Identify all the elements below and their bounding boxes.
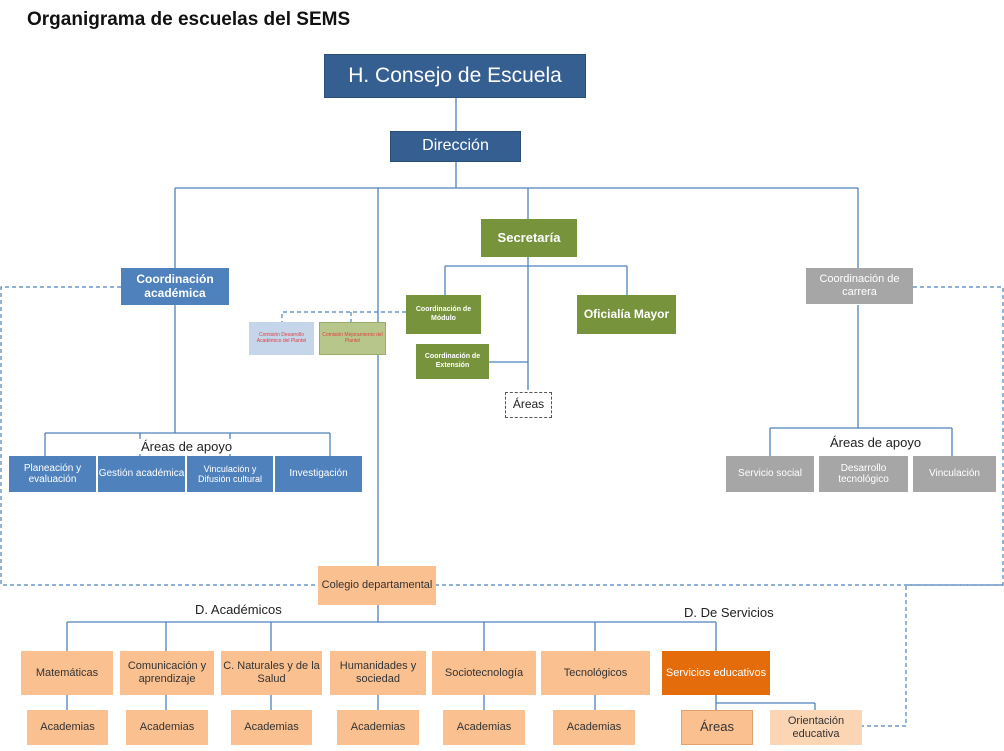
investigacion-box: Investigación: [275, 456, 362, 492]
desarrollo-tecnologico-box: Desarrollo tecnológico: [819, 456, 908, 492]
consejo-box: H. Consejo de Escuela: [324, 54, 586, 98]
orientacion-educativa-box: Orientación educativa: [770, 710, 862, 745]
departamento-comunicacion: Comunicación y aprendizaje: [120, 651, 214, 695]
comision-desarrollo-box: Comisión Desarrollo Académico del Plante…: [249, 322, 314, 355]
departamento-sociotecnologia: Sociotecnología: [432, 651, 536, 695]
academias-box: Academias: [443, 710, 525, 745]
direccion-box: Dirección: [390, 131, 521, 162]
academias-box: Academias: [27, 710, 108, 745]
d-servicios-label: D. De Servicios: [684, 605, 774, 620]
coordinacion-modulo-box: Coordinación de Módulo: [406, 295, 481, 334]
vinculacion-carrera-box: Vinculación: [913, 456, 996, 492]
areas-apoyo-carrera-label: Áreas de apoyo: [828, 435, 924, 450]
gestion-academica-box: Gestión académica: [98, 456, 185, 492]
planeacion-box: Planeación y evaluación: [9, 456, 96, 492]
comision-mejoramiento-box: Comisión Mejoramiento del Plantel: [319, 322, 386, 355]
areas-secretaria-box: Áreas: [505, 392, 552, 418]
coordinacion-extension-box: Coordinación de Extensión: [416, 344, 489, 379]
vinculacion-difusion-box: Vinculación y Difusión cultural: [187, 456, 273, 492]
oficialia-mayor-box: Oficialía Mayor: [577, 295, 676, 334]
servicios-educativos-box: Servicios educativos: [662, 651, 770, 695]
academias-box: Academias: [337, 710, 419, 745]
departamento-matematicas: Matemáticas: [21, 651, 113, 695]
servicio-social-box: Servicio social: [726, 456, 814, 492]
d-academicos-label: D. Académicos: [195, 602, 282, 617]
colegio-departamental-box: Colegio departamental: [318, 566, 436, 605]
secretaria-box: Secretaría: [481, 219, 577, 257]
departamento-humanidades: Humanidades y sociedad: [330, 651, 426, 695]
areas-apoyo-academico-label: Áreas de apoyo: [139, 439, 235, 454]
academias-box: Academias: [231, 710, 312, 745]
page-title: Organigrama de escuelas del SEMS: [27, 9, 351, 30]
coordinacion-academica-box: Coordinación académica: [121, 268, 229, 305]
areas-servicios-box: Áreas: [681, 710, 753, 745]
departamento-naturales: C. Naturales y de la Salud: [221, 651, 322, 695]
academias-box: Academias: [126, 710, 208, 745]
departamento-tecnologicos: Tecnológicos: [541, 651, 650, 695]
academias-box: Academias: [553, 710, 635, 745]
coordinacion-carrera-box: Coordinación de carrera: [806, 268, 913, 304]
